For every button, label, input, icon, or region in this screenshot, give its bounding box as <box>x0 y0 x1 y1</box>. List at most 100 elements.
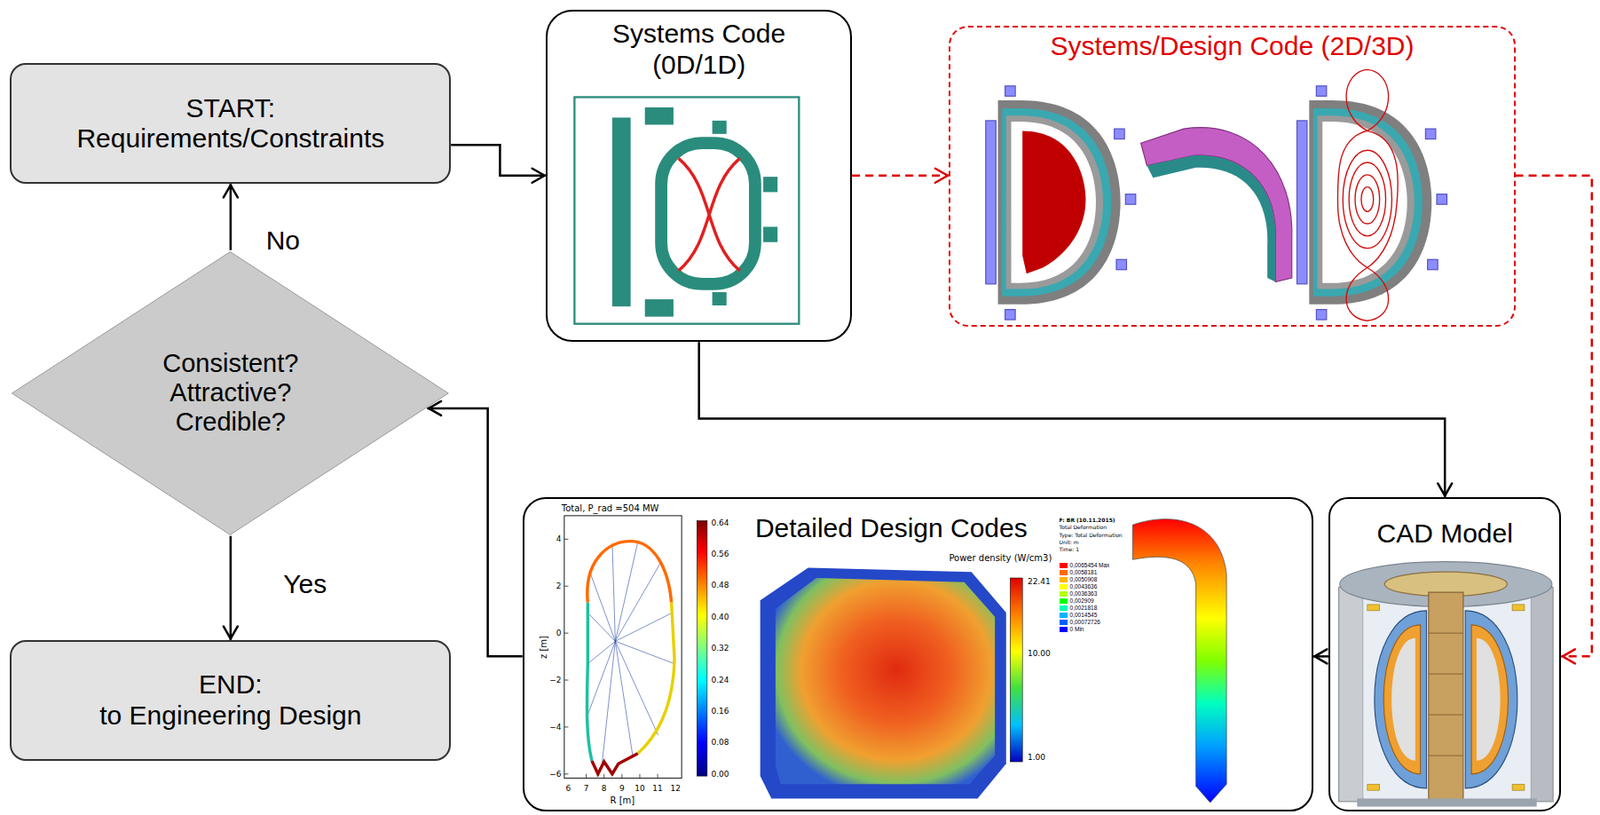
plot-label: 0.08 <box>710 738 729 747</box>
equilibrium-sketch <box>985 86 1136 320</box>
arrow-head <box>935 168 948 183</box>
legend-item: 0,0058181 <box>1059 569 1098 576</box>
start-box: START:Requirements/Constraints <box>9 63 451 184</box>
arrow-head <box>1437 482 1452 496</box>
legend-text: 0,0021818 <box>1070 605 1098 612</box>
arrow-head <box>223 184 238 198</box>
plot-label: 0 <box>556 628 562 637</box>
plot-label: −6 <box>549 769 561 778</box>
plot-label: 7 <box>583 783 590 792</box>
node-text: Consistent? Attractive? Credible? <box>137 348 324 438</box>
plot-label: 9 <box>619 783 625 792</box>
legend-item: 0,0050908 <box>1059 576 1098 584</box>
connector-line <box>229 535 233 640</box>
node-text: Systems Code (0D/1D) <box>592 18 806 80</box>
connector-line <box>1515 175 1593 657</box>
plot-label: 10.00 <box>1027 648 1051 657</box>
legend-item: 0,002909 <box>1059 598 1095 605</box>
node-text-group: Detailed Design Codes <box>755 512 1028 544</box>
legend-item: 0,0043636 <box>1059 583 1098 591</box>
edge-label: No <box>263 225 303 255</box>
legend-text: 0,0050908 <box>1070 576 1098 584</box>
node-text: CAD Model <box>1377 518 1514 550</box>
legend-item: 0,00072726 <box>1059 619 1101 626</box>
plot-label: 0.24 <box>710 675 729 684</box>
plot-label: Total, P_rad =504 MW <box>561 504 660 513</box>
plot-label: Type: Total Deformation <box>1059 532 1123 538</box>
node-text-group: CAD Model <box>1377 518 1514 550</box>
legend-text: 0 Min <box>1070 626 1085 633</box>
connector <box>1515 175 1593 664</box>
legend-swatch <box>1059 576 1068 583</box>
deformation-coil <box>1132 519 1227 803</box>
connector <box>223 535 238 640</box>
detailed-codes-box: Detailed Design Codes <box>522 496 1314 812</box>
arrow-head <box>223 625 238 639</box>
legend-swatch <box>1059 583 1068 590</box>
systems-code-box: Systems Code (0D/1D) <box>545 9 852 342</box>
legend-swatch <box>1059 591 1068 597</box>
plot-label: F: BR (10.11.2015) <box>1059 517 1116 523</box>
legend-item: 0,0014545 <box>1059 612 1098 619</box>
wall-load-plot <box>564 515 708 779</box>
node-text: Detailed Design Codes <box>755 512 1028 544</box>
connector-line <box>851 174 949 178</box>
legend-text: 0,002909 <box>1070 598 1095 605</box>
connector <box>1313 648 1329 663</box>
legend-text: 0,00072726 <box>1070 619 1101 626</box>
node-text-group: Systems/Design Code (2D/3D) <box>1049 31 1414 63</box>
plot-label: 0.32 <box>710 644 729 653</box>
coil-3d-sketch <box>1141 127 1293 283</box>
node-text: END: <box>99 669 362 701</box>
legend-item: 0,0065454 Max <box>1059 562 1111 569</box>
arrow-head <box>1562 648 1576 663</box>
plot-label: 1.00 <box>1027 753 1046 762</box>
node-text: Requirements/Constraints <box>76 123 385 155</box>
plot-label: 0.48 <box>710 581 729 590</box>
node-text-group: END:to Engineering Design <box>99 669 362 731</box>
plot-label: 4 <box>556 535 562 544</box>
plot-label: 0.64 <box>710 518 729 527</box>
plot-label: 0.40 <box>710 612 729 621</box>
plot-label: 22.41 <box>1027 577 1051 586</box>
plot-label: 0.16 <box>710 706 729 715</box>
plot-label: 6 <box>566 783 572 792</box>
plot-label: −2 <box>549 675 561 684</box>
legend-text: 0,0014545 <box>1070 612 1098 619</box>
arrow-head <box>532 168 545 183</box>
plot-label: 8 <box>601 783 607 792</box>
legend-swatch <box>1059 626 1068 632</box>
node-text: Systems/Design Code (2D/3D) <box>1049 31 1414 63</box>
connector-line <box>699 341 1446 497</box>
legend-swatch <box>1059 619 1068 625</box>
plot-label: 12 <box>669 783 680 792</box>
design-code-box: Systems/Design Code (2D/3D) <box>948 25 1515 327</box>
plot-label: z [m] <box>539 635 549 659</box>
plot-label: R [m] <box>610 796 636 805</box>
power-density-map <box>760 567 1024 799</box>
connector-line <box>450 144 546 175</box>
legend-item: 0,0036363 <box>1059 591 1098 598</box>
node-text-group: Systems Code (0D/1D) <box>592 18 806 80</box>
decision-diamond: Consistent? Attractive? Credible? <box>9 250 451 536</box>
plot-label: Time: 1 <box>1059 546 1080 552</box>
diamond-outline <box>12 251 450 535</box>
connector <box>223 183 238 251</box>
cad-model-box: CAD Model <box>1328 496 1561 812</box>
systems-code-icon <box>574 96 799 324</box>
node-text-group: Consistent? Attractive? Credible? <box>137 348 324 438</box>
plot-label: Unit: m <box>1059 539 1080 545</box>
plot-label: 10 <box>634 783 645 792</box>
node-text: START: <box>76 93 385 125</box>
legend-text: 0,0043636 <box>1070 583 1098 591</box>
legend-swatch <box>1059 612 1068 618</box>
plot-label: Total Deformation <box>1059 524 1107 530</box>
connector <box>427 401 523 656</box>
plot-label: 0.00 <box>710 769 729 778</box>
legend-swatch <box>1059 605 1068 611</box>
node-text: to Engineering Design <box>99 700 362 732</box>
plot-label: 2 <box>556 582 562 591</box>
flux-surfaces-sketch <box>1296 69 1447 321</box>
cad-illustration <box>1339 561 1553 807</box>
plot-label: −4 <box>549 722 561 731</box>
